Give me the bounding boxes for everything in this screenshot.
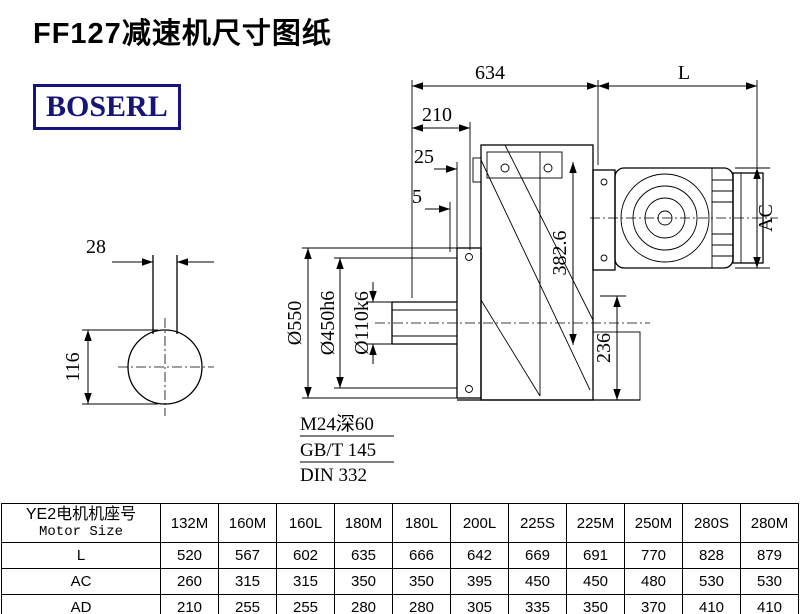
- cell-L-180L: 666: [392, 542, 451, 569]
- thread-notes: M24深60 GB/T 145 DIN 332: [300, 413, 394, 486]
- cell-AC-280M: 530: [740, 568, 799, 595]
- cell-L-225M: 691: [566, 542, 625, 569]
- column-header-160L: 160L: [276, 503, 335, 543]
- cell-L-160L: 602: [276, 542, 335, 569]
- row-label-AD: AD: [1, 594, 161, 614]
- cell-L-280S: 828: [682, 542, 741, 569]
- motor-size-header-cn: YE2电机机座号: [25, 506, 137, 523]
- cell-AD-180M: 280: [334, 594, 393, 614]
- dim-116: 116: [62, 352, 84, 381]
- cell-AD-225S: 335: [508, 594, 567, 614]
- diameter-dimensions: Ø550 Ø450h6 Ø110k6: [284, 247, 457, 399]
- cell-AC-180L: 350: [392, 568, 451, 595]
- column-header-225S: 225S: [508, 503, 567, 543]
- column-header-280M: 280M: [740, 503, 799, 543]
- note-thread: M24深60: [300, 413, 374, 435]
- dim-382-6: 382.6: [549, 231, 571, 276]
- cell-AC-160L: 315: [276, 568, 335, 595]
- dim-25: 25: [414, 146, 434, 168]
- dim-236: 236: [593, 333, 615, 363]
- motor-size-header: YE2电机机座号 Motor Size: [1, 503, 161, 543]
- cell-AD-132M: 210: [160, 594, 219, 614]
- cell-AC-280S: 530: [682, 568, 741, 595]
- cell-L-200L: 642: [450, 542, 509, 569]
- vertical-dimensions: 382.6 236 AC: [549, 162, 777, 400]
- motor-size-header-en: Motor Size: [38, 524, 123, 540]
- column-header-200L: 200L: [450, 503, 509, 543]
- cell-AD-280M: 410: [740, 594, 799, 614]
- row-label-AC: AC: [1, 568, 161, 595]
- table-row-AC: AC 260 315 315 350 350 395 450 450 480 5…: [1, 568, 799, 595]
- column-header-250M: 250M: [624, 503, 683, 543]
- motor-size-table: YE2电机机座号 Motor Size 132M 160M 160L 180M …: [1, 503, 799, 614]
- cell-L-132M: 520: [160, 542, 219, 569]
- cell-AD-250M: 370: [624, 594, 683, 614]
- dim-AC: AC: [755, 204, 777, 232]
- dim-d550: Ø550: [284, 301, 306, 345]
- cell-AD-160L: 255: [276, 594, 335, 614]
- cell-AC-225S: 450: [508, 568, 567, 595]
- cell-L-225S: 669: [508, 542, 567, 569]
- cell-L-160M: 567: [218, 542, 277, 569]
- cell-AC-200L: 395: [450, 568, 509, 595]
- brand-logo: BOSERL: [33, 84, 181, 130]
- dim-28: 28: [86, 236, 106, 258]
- cell-AD-280S: 410: [682, 594, 741, 614]
- table-header-row: YE2电机机座号 Motor Size 132M 160M 160L 180M …: [1, 503, 799, 543]
- page-title: FF127减速机尺寸图纸: [33, 18, 332, 50]
- cell-AC-250M: 480: [624, 568, 683, 595]
- hollow-shaft: [375, 301, 650, 345]
- cell-AD-225M: 350: [566, 594, 625, 614]
- cell-L-280M: 879: [740, 542, 799, 569]
- column-header-225M: 225M: [566, 503, 625, 543]
- gearbox-housing: [457, 144, 641, 401]
- cell-L-180M: 635: [334, 542, 393, 569]
- table-row-L: L 520 567 602 635 666 642 669 691 770 82…: [1, 542, 799, 569]
- row-label-L: L: [1, 542, 161, 569]
- dim-d110k6: Ø110k6: [351, 291, 373, 355]
- cell-AD-180L: 280: [392, 594, 451, 614]
- technical-drawing: 28 116: [62, 62, 778, 486]
- note-din: DIN 332: [300, 465, 367, 486]
- dim-210: 210: [422, 104, 452, 126]
- note-gbt: GB/T 145: [300, 440, 376, 461]
- column-header-132M: 132M: [160, 503, 219, 543]
- motor: [590, 167, 778, 271]
- dim-d450h6: Ø450h6: [317, 291, 339, 355]
- top-dimensions: 634 L 210 25 5: [411, 62, 758, 298]
- dim-L: L: [678, 62, 690, 84]
- column-header-280S: 280S: [682, 503, 741, 543]
- column-header-180M: 180M: [334, 503, 393, 543]
- cell-L-250M: 770: [624, 542, 683, 569]
- column-header-180L: 180L: [392, 503, 451, 543]
- cell-AD-160M: 255: [218, 594, 277, 614]
- table-row-AD: AD 210 255 255 280 280 305 335 350 370 4…: [1, 594, 799, 614]
- cell-AD-200L: 305: [450, 594, 509, 614]
- cell-AC-180M: 350: [334, 568, 393, 595]
- cell-AC-132M: 260: [160, 568, 219, 595]
- cell-AC-160M: 315: [218, 568, 277, 595]
- cell-AC-225M: 450: [566, 568, 625, 595]
- column-header-160M: 160M: [218, 503, 277, 543]
- shaft-section-view: 28 116: [62, 236, 214, 416]
- dim-5: 5: [412, 186, 422, 208]
- dim-634: 634: [475, 62, 505, 84]
